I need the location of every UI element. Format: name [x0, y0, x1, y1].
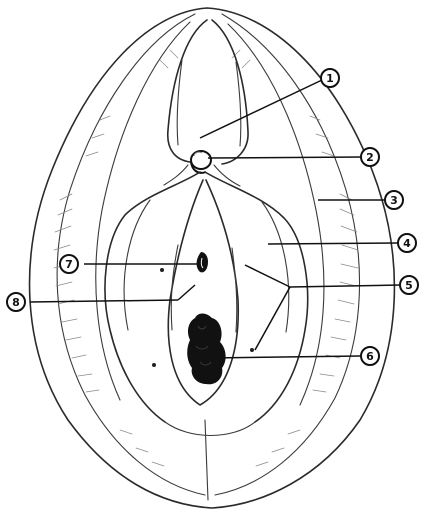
hood [168, 20, 248, 164]
leader-lines [30, 80, 400, 358]
callout-5-label: 5 [405, 279, 413, 292]
inner-folds [105, 172, 308, 436]
callout-3: 3 [385, 191, 403, 209]
callout-6: 6 [361, 347, 379, 365]
callout-8: 8 [7, 293, 25, 311]
callout-6-label: 6 [366, 350, 374, 363]
callout-7-label: 7 [65, 258, 73, 271]
urethral-opening [197, 252, 208, 272]
callout-5: 5 [400, 276, 418, 294]
callout-3-label: 3 [390, 194, 398, 207]
callout-8-label: 8 [12, 296, 20, 309]
callout-2: 2 [361, 148, 379, 166]
callout-2-label: 2 [366, 151, 374, 164]
vaginal-opening [187, 314, 225, 385]
perineal-line [205, 420, 208, 500]
callout-1-label: 1 [326, 72, 334, 85]
callout-1: 1 [321, 69, 339, 87]
callout-4-label: 4 [403, 237, 411, 250]
outer-folds [30, 8, 395, 508]
callout-4: 4 [398, 234, 416, 252]
callout-7: 7 [60, 255, 78, 273]
